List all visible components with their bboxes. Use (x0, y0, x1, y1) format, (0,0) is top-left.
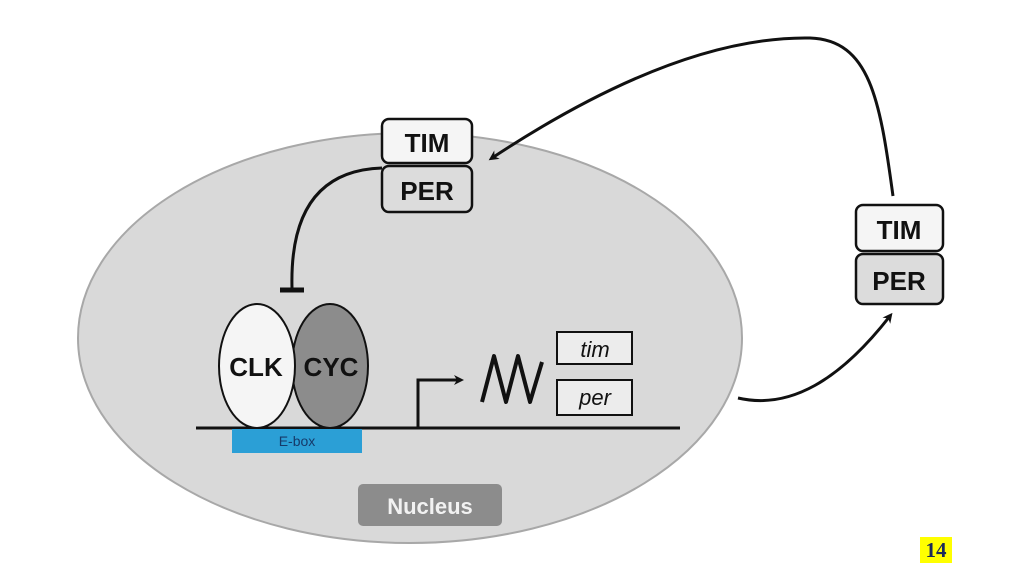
gene-per: per (556, 379, 633, 416)
tim-per-complex-cytoplasm: TIM PER (854, 203, 945, 306)
slide-number: 14 (920, 537, 952, 563)
ebox-label: E-box (279, 433, 316, 449)
tim-per-complex-nucleus: TIM PER (380, 117, 474, 214)
gene-per-label: per (578, 385, 612, 410)
cyc-label: CYC (304, 352, 359, 382)
mrna-squiggle-icon (480, 354, 544, 404)
inhibition-arrow (290, 166, 383, 289)
export-arrow (737, 312, 893, 403)
clk-label: CLK (229, 352, 283, 382)
ebox: E-box (232, 429, 362, 453)
import-arrow (488, 36, 895, 197)
per-label-cytoplasm: PER (872, 266, 926, 296)
nucleus-label: Nucleus (387, 494, 473, 519)
tim-label-cytoplasm: TIM (877, 215, 922, 245)
nucleus-label-box: Nucleus (358, 484, 502, 526)
gene-tim-label: tim (580, 337, 609, 362)
per-label-nucleus: PER (400, 176, 454, 206)
tim-label-nucleus: TIM (405, 128, 450, 158)
transcription-start-arrow (416, 375, 464, 427)
gene-tim: tim (556, 331, 633, 365)
cyc-protein: CYC (291, 303, 369, 429)
clk-protein: CLK (218, 303, 296, 429)
